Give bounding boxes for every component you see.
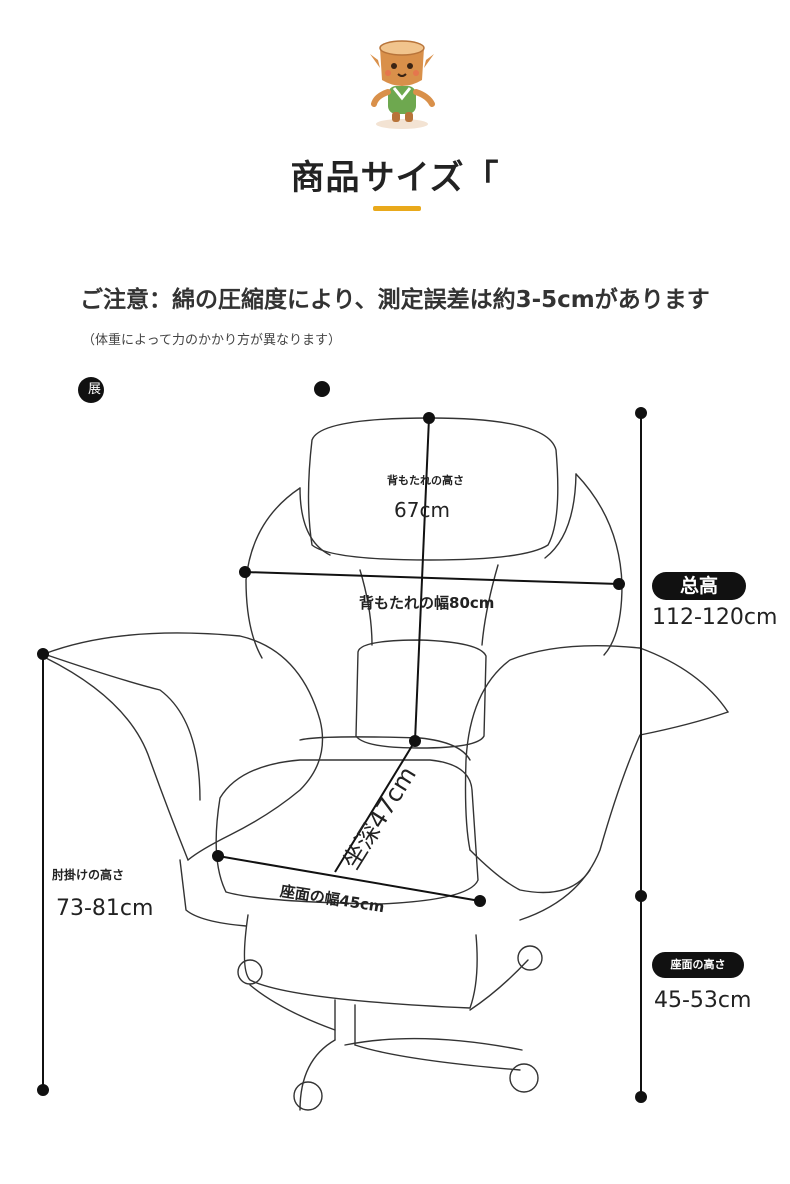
total-height-value: 112-120cm bbox=[652, 605, 778, 630]
corner-badge: 展 bbox=[78, 377, 104, 403]
mascot-icon bbox=[370, 40, 435, 129]
dimension-lines bbox=[37, 407, 647, 1103]
seat-height-value: 45-53cm bbox=[654, 988, 752, 1013]
armrest-height-value: 73-81cm bbox=[56, 896, 154, 921]
title-underline bbox=[373, 206, 421, 211]
armrest-height-label: 肘掛けの高さ bbox=[52, 868, 125, 882]
corner-badge-text: 展 bbox=[88, 382, 102, 397]
corner-dot bbox=[314, 381, 330, 397]
page-title: 商品サイズ「 bbox=[290, 158, 500, 198]
total-height-badge: 总高 bbox=[652, 572, 746, 600]
seat-height-badge: 座面の高さ bbox=[652, 952, 744, 978]
back-height-label: 背もたれの高さ bbox=[387, 474, 464, 487]
back-height-value: 67cm bbox=[394, 498, 450, 522]
back-width-label: 背もたれの幅80cm bbox=[359, 594, 495, 612]
chair-outline bbox=[43, 417, 729, 1111]
measurement-notice: ご注意：綿の圧縮度により、測定誤差は約3-5cmがあります bbox=[80, 287, 710, 313]
measurement-sub-notice: （体重によって力のかかり方が異なります） bbox=[82, 333, 341, 348]
